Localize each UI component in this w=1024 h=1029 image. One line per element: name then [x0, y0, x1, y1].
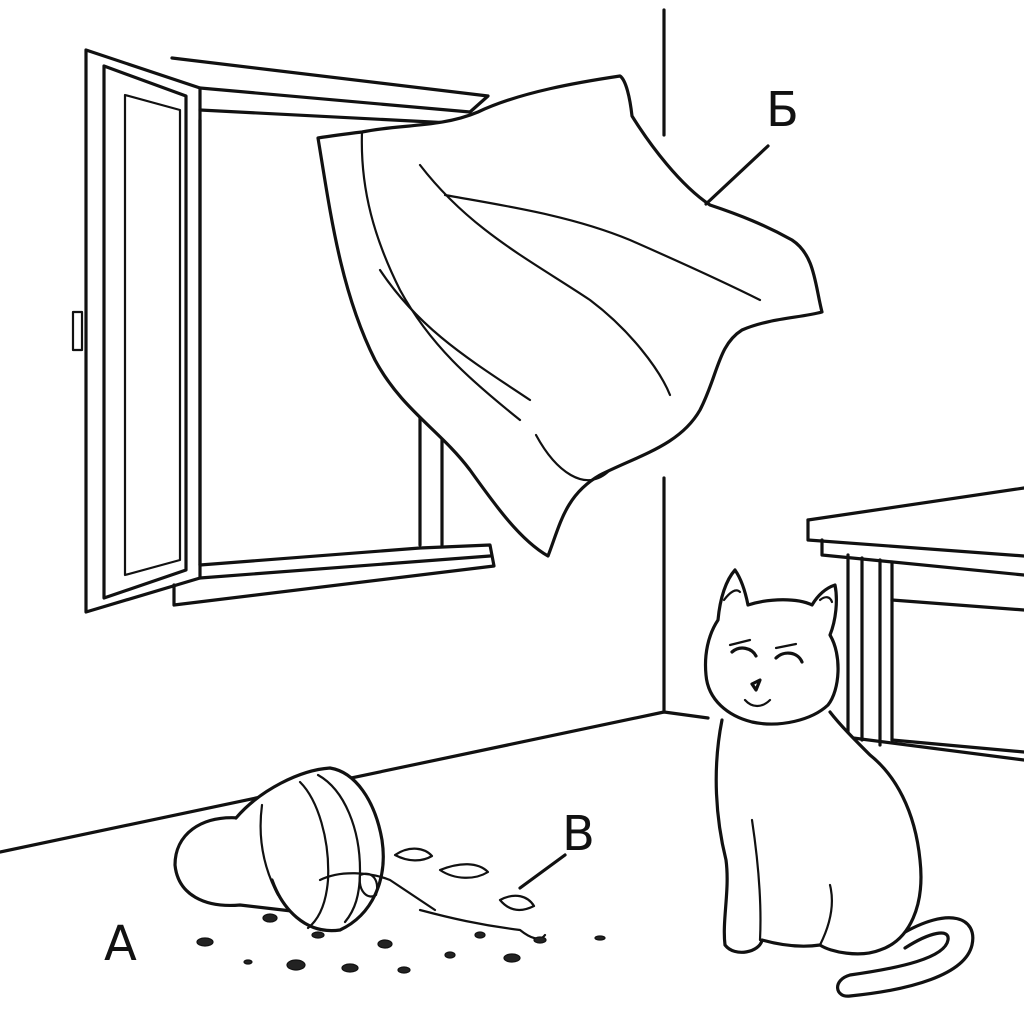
window-frame-top — [170, 56, 490, 114]
speck — [243, 959, 253, 965]
speck — [444, 951, 456, 959]
speck — [262, 913, 278, 923]
window-sill-edge — [198, 554, 492, 580]
speck — [397, 966, 411, 974]
speck — [474, 931, 486, 939]
table-drawer-line — [890, 598, 1024, 612]
pot-rim-inner-1 — [298, 780, 330, 930]
window-handle — [71, 310, 84, 352]
cat-eye-left — [730, 646, 758, 658]
cat-brow-right — [774, 642, 798, 650]
shard-2 — [438, 863, 490, 879]
cat-front-leg — [750, 818, 762, 942]
cat-ear-inner-right — [818, 596, 834, 604]
pot-side — [259, 803, 280, 897]
pot-base — [173, 816, 302, 914]
table-icon — [806, 486, 1024, 754]
pot-rim-inner-2 — [316, 773, 362, 924]
curtain-fold-1 — [360, 130, 522, 422]
open-window-icon — [71, 48, 496, 614]
speck — [377, 939, 393, 949]
cat-back-leg — [818, 883, 834, 947]
speck — [311, 931, 325, 939]
speck — [533, 936, 547, 944]
speck — [341, 963, 359, 973]
debris-specks — [196, 913, 606, 974]
curtain-fold-4 — [378, 268, 532, 402]
cat-brow-left — [728, 638, 752, 647]
window-sill — [172, 543, 496, 607]
table-top-front — [806, 518, 1024, 558]
soil-spill-1 — [318, 872, 437, 912]
curtain-fold-3 — [443, 193, 762, 302]
window-sash-inner — [102, 64, 188, 600]
shard-4 — [358, 872, 379, 898]
cat-ear-inner-left — [722, 589, 742, 602]
cat-mouth — [743, 698, 772, 708]
table-bottom — [890, 738, 1024, 754]
label-a: А — [104, 916, 137, 972]
floor-line-right — [662, 710, 710, 720]
speck — [286, 959, 306, 971]
cat-eye-right — [774, 651, 804, 664]
speck — [503, 953, 521, 963]
table-apron — [820, 538, 1024, 577]
curtain-fold-5 — [534, 433, 612, 482]
cat-tail — [836, 916, 975, 998]
label-v-pointer — [518, 853, 567, 890]
curtain-body — [316, 74, 824, 558]
shard-3 — [498, 894, 536, 912]
label-v: В — [562, 806, 595, 862]
cat-body — [714, 710, 923, 956]
window-glass — [123, 93, 182, 577]
speck — [594, 935, 606, 941]
curtain-fold-2 — [418, 163, 672, 397]
label-b-pointer — [704, 144, 770, 206]
cat-head — [703, 568, 840, 726]
label-b: Б — [766, 82, 799, 138]
window-frame-top-inner — [198, 108, 472, 126]
table-top-back — [806, 486, 1024, 522]
speck — [196, 937, 214, 947]
broken-flower-pot-icon — [173, 766, 567, 940]
cat-nose — [750, 678, 762, 692]
shard-1 — [393, 847, 434, 862]
cat-icon — [703, 568, 975, 998]
curtain-icon — [316, 74, 824, 558]
